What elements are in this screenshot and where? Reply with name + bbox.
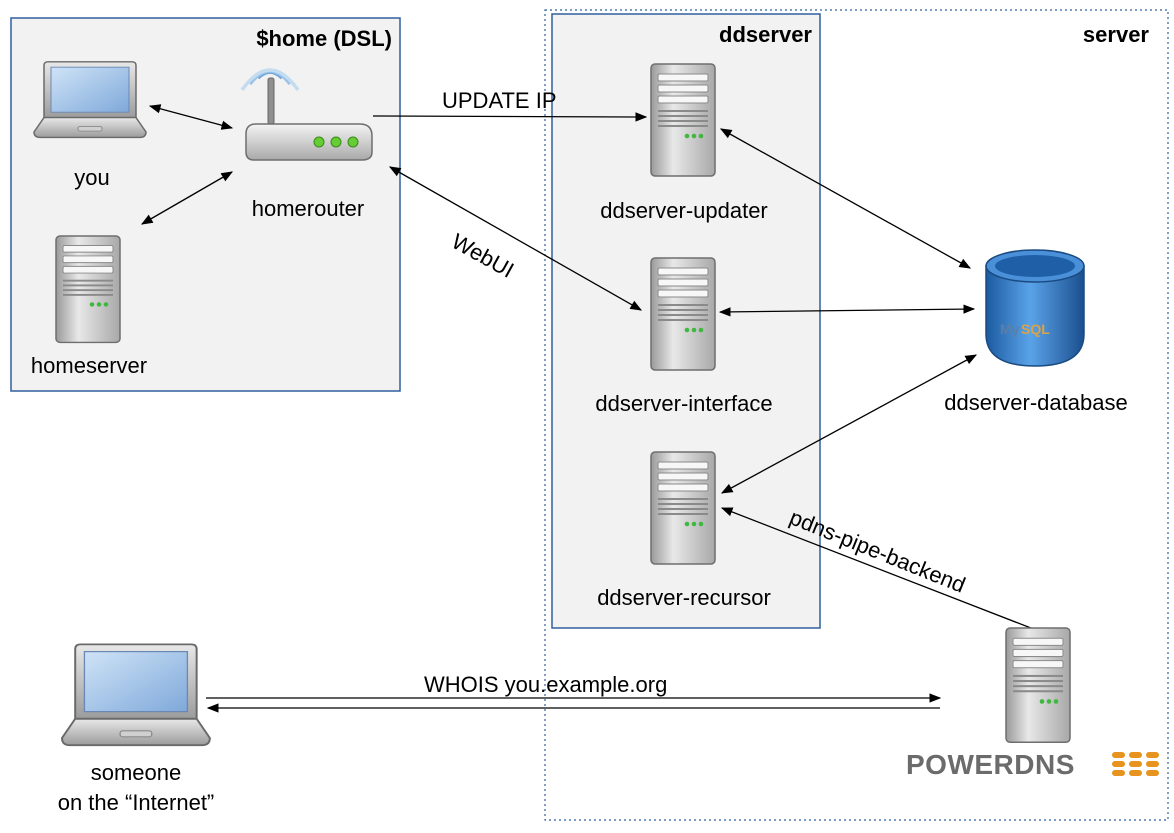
server-box-title: server [1083, 22, 1150, 47]
mysql-logo: My [1000, 321, 1020, 337]
edge-label-webui: WebUI [448, 229, 519, 283]
node-label-ddserver-interface: ddserver-interface [595, 391, 772, 416]
server-ddserver-recursor: ddserver-recursor [597, 451, 771, 610]
server-icon [650, 257, 716, 371]
edge-homeserver-homerouter [140, 171, 234, 225]
powerdns-logo-text: POWERDNS [906, 749, 1075, 780]
node-label-homerouter: homerouter [252, 196, 365, 221]
mysql-logo-accent: SQL [1021, 321, 1050, 337]
node-label-ddserver-database: ddserver-database [944, 390, 1127, 415]
edge-homerouter-interface [388, 166, 643, 311]
router-homerouter: homerouter [240, 68, 373, 221]
powerdns-logo-dots-icon [1112, 752, 1159, 776]
database-ddserver-database: My SQL ddserver-database [944, 249, 1128, 415]
database-icon: My SQL [985, 249, 1085, 367]
server-icon [55, 235, 121, 344]
laptop-icon [33, 61, 147, 139]
server-box: server [544, 9, 1169, 821]
edge-updater-database [719, 128, 972, 269]
laptop-someone: someone on the “Internet” [58, 643, 215, 815]
edge-label-whois: WHOIS you.example.org [424, 672, 667, 697]
edge-label-update-ip: UPDATE IP [442, 88, 557, 113]
node-label-homeserver: homeserver [31, 353, 147, 378]
node-label-ddserver-updater: ddserver-updater [600, 198, 768, 223]
node-label-someone-line2: on the “Internet” [58, 790, 215, 815]
ddserver-box-title: ddserver [719, 22, 812, 47]
router-icon [240, 68, 373, 161]
server-powerdns: POWERDNS [906, 627, 1159, 780]
edge-recursor-database [720, 354, 978, 494]
server-ddserver-updater: ddserver-updater [600, 63, 768, 223]
node-label-someone-line1: someone [91, 760, 182, 785]
server-ddserver-interface: ddserver-interface [595, 257, 773, 416]
node-label-you: you [74, 165, 109, 190]
edge-recursor-powerdns [720, 507, 1037, 631]
server-icon [1005, 627, 1071, 744]
home-box-title: $home (DSL) [256, 26, 392, 51]
server-homeserver: homeserver [31, 235, 147, 378]
node-label-ddserver-recursor: ddserver-recursor [597, 585, 771, 610]
server-icon [650, 63, 716, 177]
edge-interface-database [718, 304, 976, 317]
laptop-icon [61, 643, 211, 747]
connections [140, 104, 1037, 713]
powerdns-logo: POWERDNS [906, 749, 1159, 780]
server-icon [650, 451, 716, 565]
laptop-you: you [33, 61, 147, 190]
edge-homerouter-updater [372, 112, 648, 122]
edge-you-homerouter [148, 104, 234, 130]
